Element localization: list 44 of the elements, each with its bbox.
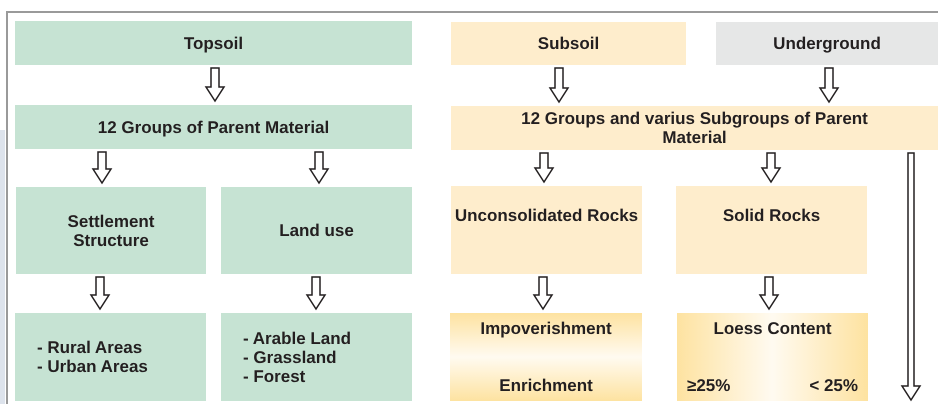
block-arrow bbox=[818, 67, 840, 104]
node-text: 12 Groups of Parent Material bbox=[98, 118, 330, 136]
node-text: Topsoil bbox=[184, 34, 244, 52]
category-box bbox=[450, 313, 642, 401]
category-box bbox=[16, 187, 206, 274]
block-arrow bbox=[90, 276, 110, 310]
node-text: Subsoil bbox=[538, 34, 600, 53]
node-text: - Arable Land bbox=[243, 328, 352, 348]
block-arrow bbox=[204, 67, 226, 102]
category-box bbox=[15, 21, 412, 65]
node-text: Unconsolidated Rocks bbox=[454, 206, 638, 225]
node-text: - Rural Areas bbox=[37, 338, 144, 357]
node-text: ≥25% bbox=[687, 376, 730, 395]
category-box bbox=[716, 22, 938, 65]
block-arrow bbox=[306, 276, 326, 310]
category-box bbox=[677, 313, 868, 401]
block-arrow bbox=[758, 276, 780, 310]
category-box bbox=[451, 22, 686, 65]
block-arrow bbox=[548, 67, 570, 104]
node-text: 12 Groups and varius Subgroups of Parent Material bbox=[520, 109, 869, 147]
category-box bbox=[676, 186, 867, 274]
category-box bbox=[451, 106, 938, 150]
block-arrow bbox=[900, 152, 922, 402]
node-text: < 25% bbox=[809, 376, 858, 395]
block-arrow bbox=[92, 151, 112, 184]
category-box bbox=[221, 187, 412, 274]
block-arrow bbox=[308, 151, 330, 184]
node-text: - Grassland bbox=[243, 348, 338, 366]
node-text: Loess Content bbox=[712, 319, 833, 338]
node-text: Impoverishment bbox=[480, 319, 612, 338]
block-arrow bbox=[760, 152, 782, 184]
node-text: Underground bbox=[773, 34, 881, 53]
block-arrow bbox=[534, 152, 554, 184]
node-text: - Forest bbox=[243, 366, 306, 386]
node-text: Settlement Structure bbox=[66, 212, 156, 250]
node-text: Enrichment bbox=[499, 376, 593, 395]
category-box bbox=[15, 313, 206, 401]
category-box bbox=[15, 105, 412, 149]
node-text: Solid Rocks bbox=[722, 206, 820, 225]
node-text: - Urban Areas bbox=[37, 357, 149, 376]
category-box bbox=[451, 186, 642, 274]
category-box bbox=[221, 313, 412, 401]
block-arrow bbox=[532, 276, 554, 310]
node-text: Land use bbox=[279, 221, 354, 240]
